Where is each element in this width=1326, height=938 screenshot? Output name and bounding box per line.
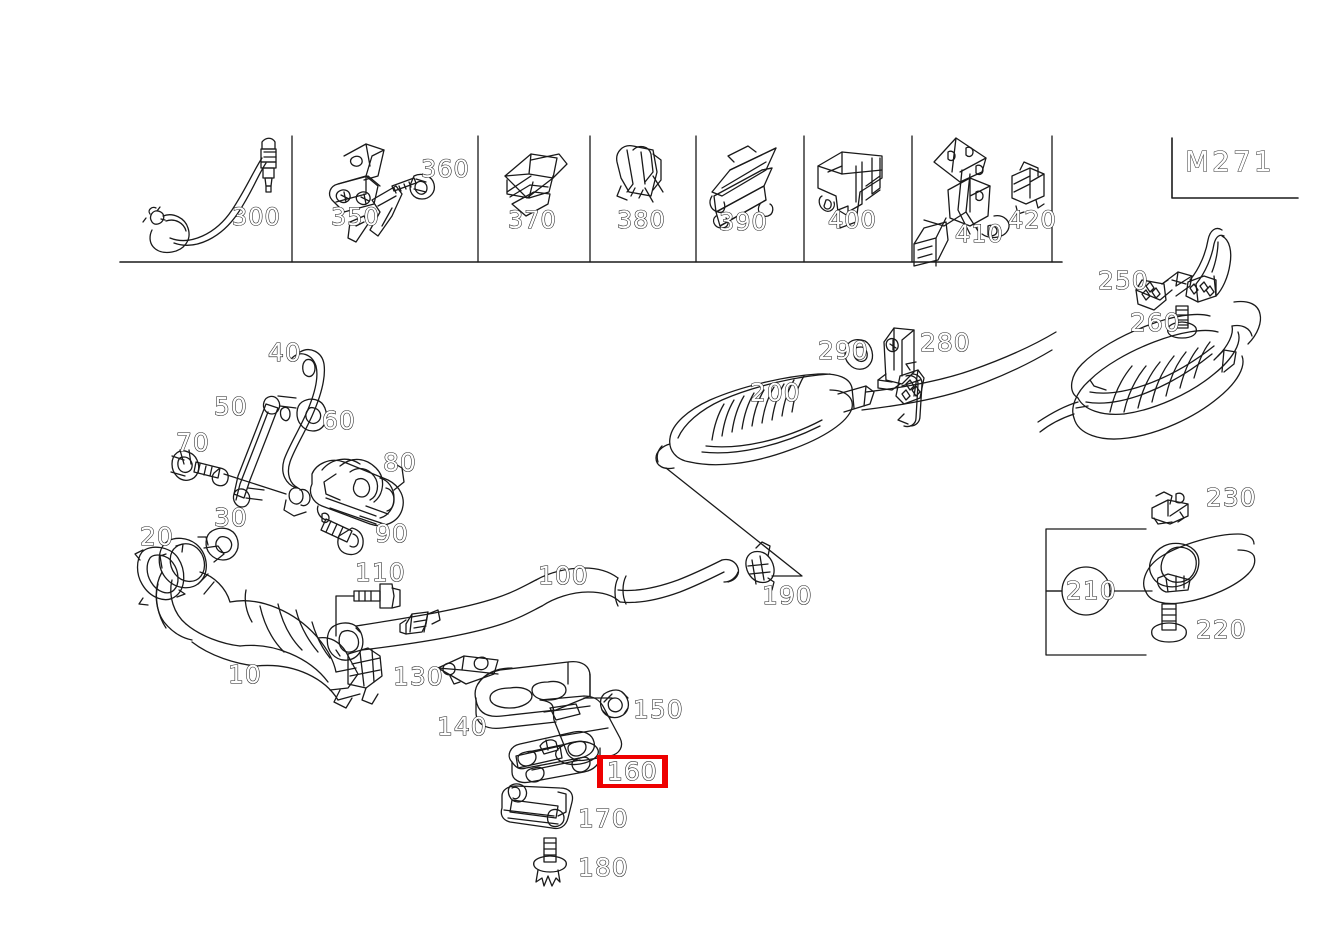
- header-cell-label-380: 380: [616, 206, 666, 234]
- header-cell-label-410: 410: [954, 220, 1004, 248]
- part-10-front-catalytic-converter: [155, 536, 383, 709]
- callout-label-50: 50: [213, 392, 248, 421]
- part-110-flange-bolt: [335, 583, 401, 637]
- header-cell-label-350: 350: [330, 203, 380, 231]
- icon-clip-370: [504, 153, 568, 217]
- icon-block-420: [1011, 161, 1045, 215]
- part-80-engine-mount-bracket: [309, 458, 405, 527]
- callout-label-160-text: 160: [603, 758, 662, 785]
- callout-label-20: 20: [139, 522, 174, 551]
- callout-label-150: 150: [632, 695, 684, 724]
- header-cell-label-400: 400: [827, 206, 877, 234]
- callout-label-40: 40: [267, 338, 302, 367]
- part-280-rear-mount-bracket: [877, 327, 925, 405]
- callout-label-290: 290: [817, 336, 869, 365]
- icon-bolt-360: [391, 173, 436, 200]
- callout-label-220: 220: [1195, 615, 1247, 644]
- icon-support-bracket-410: [913, 137, 1010, 267]
- callout-label-200: 200: [749, 378, 801, 407]
- icon-heat-shield-clip-390: [709, 145, 777, 229]
- header-cell-label-360: 360: [420, 155, 470, 183]
- callout-label-10: 10: [227, 660, 262, 689]
- callout-label-160-highlighted: 160: [597, 755, 668, 788]
- part-60-bushing: [296, 398, 328, 432]
- header-cell-label-370: 370: [507, 206, 557, 234]
- callout-label-60: 60: [321, 406, 356, 435]
- part-130-bracket-plate: [437, 655, 499, 685]
- part-250-rear-hanger-assembly: [1135, 227, 1232, 311]
- callout-label-210: 210: [1065, 576, 1117, 605]
- callout-label-260: 260: [1129, 308, 1181, 337]
- icon-oxygen-sensor: [142, 137, 277, 254]
- header-cell-label-420: 420: [1007, 206, 1057, 234]
- part-210-tailpipe-assembly: [1045, 491, 1256, 656]
- callout-label-190: 190: [761, 581, 813, 610]
- engine-tag-box: [1171, 137, 1299, 199]
- part-50-link-rod: [232, 395, 297, 508]
- part-290-spacer-sleeve: [844, 338, 874, 370]
- callout-label-140: 140: [436, 712, 488, 741]
- callout-label-250: 250: [1097, 266, 1149, 295]
- icon-clamp-380: [616, 145, 664, 203]
- callout-label-30: 30: [213, 503, 248, 532]
- callout-label-280: 280: [919, 328, 971, 357]
- part-200-center-muffler: [655, 331, 1057, 470]
- header-cell-label-300: 300: [231, 203, 281, 231]
- header-strip-rules: [119, 135, 1063, 263]
- part-20-gasket-ring: [134, 543, 186, 606]
- part-190-clamp: [665, 467, 803, 591]
- callout-label-180: 180: [577, 853, 629, 882]
- part-30-collar-nut: [205, 527, 239, 561]
- callout-label-130: 130: [392, 662, 444, 691]
- callout-label-70: 70: [175, 428, 210, 457]
- part-90-flange-bolt: [320, 518, 364, 556]
- header-cell-label-390: 390: [718, 208, 768, 236]
- part-100-center-pipe: [326, 558, 740, 661]
- icon-mount-bracket-400: [817, 151, 883, 229]
- part-150-hex-nut: [599, 689, 630, 719]
- part-180-expanding-rivet: [533, 837, 567, 887]
- callout-label-80: 80: [382, 448, 417, 477]
- part-260-hanger-bolt: [1166, 305, 1198, 339]
- rear-muffler-body: [1037, 300, 1262, 440]
- engine-tag-label: M271: [1185, 145, 1275, 178]
- callout-label-170: 170: [577, 804, 629, 833]
- callout-label-90: 90: [374, 519, 409, 548]
- callout-label-100: 100: [537, 561, 589, 590]
- callout-label-230: 230: [1205, 483, 1257, 512]
- part-170-rubber-hanger: [500, 783, 574, 830]
- icon-bracket-350: [328, 143, 403, 243]
- part-160-rubber-mount-plate: [508, 730, 601, 784]
- part-70-hex-bolt: [170, 449, 287, 495]
- callout-label-110: 110: [354, 558, 406, 587]
- part-40-support-strut: [279, 349, 326, 517]
